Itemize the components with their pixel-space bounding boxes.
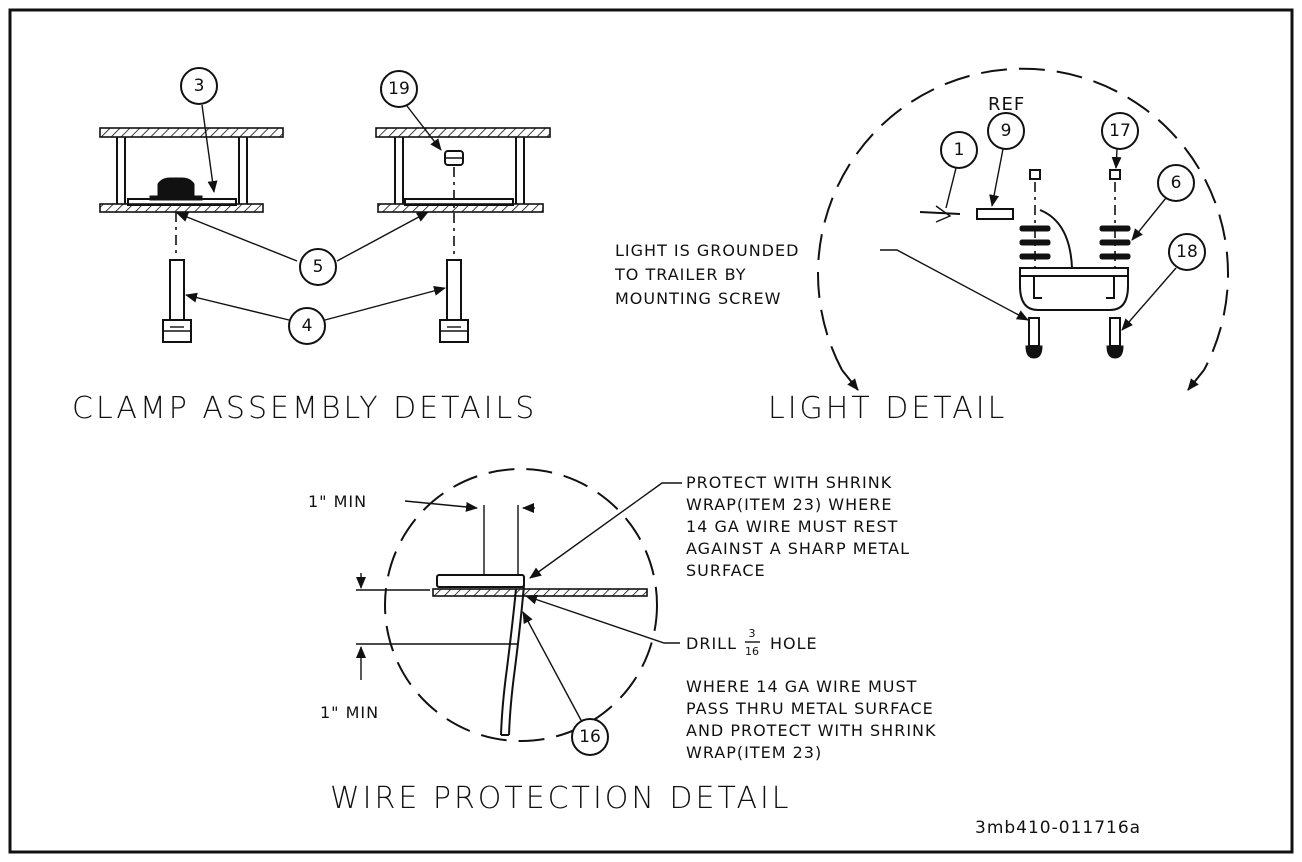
- drill-denominator: 16: [745, 645, 759, 658]
- callout-9: 9: [987, 112, 1025, 207]
- protect-note-line-5: SURFACE: [686, 561, 766, 580]
- ref-label: REF: [988, 94, 1025, 115]
- callout-4-label: 4: [302, 316, 313, 336]
- callout-9-label: 9: [1001, 121, 1012, 141]
- callout-5: 5: [176, 211, 429, 286]
- light-detail-title: LIGHT DETAIL: [768, 391, 1007, 426]
- callout-17-label: 17: [1109, 121, 1131, 141]
- clamp-assembly-left: [99, 127, 284, 343]
- mounting-screw-right: [1106, 317, 1124, 359]
- lock-washers-right: [1099, 225, 1131, 260]
- callout-3-label: 3: [194, 76, 205, 96]
- callout-18-label: 18: [1176, 242, 1198, 262]
- light-fixture: [1019, 169, 1131, 359]
- grounding-note-line-1: LIGHT IS GROUNDED: [615, 241, 799, 260]
- callout-6: 6: [1131, 164, 1195, 241]
- protect-note-line-3: 14 GA WIRE MUST REST: [686, 517, 898, 536]
- pass-note-line-3: AND PROTECT WITH SHRINK: [686, 721, 937, 740]
- lock-washers-left: [1019, 225, 1051, 260]
- clamp-detail-title: CLAMP ASSEMBLY DETAILS: [72, 391, 537, 426]
- grounding-note-line-3: MOUNTING SCREW: [615, 289, 781, 308]
- callout-4: 4: [185, 286, 446, 345]
- drawing-code: 3mb410-011716a: [975, 818, 1141, 838]
- dimension-bottom: 1" MIN: [320, 573, 518, 722]
- callout-5-label: 5: [313, 257, 324, 277]
- pass-note: WHERE 14 GA WIRE MUST PASS THRU METAL SU…: [686, 677, 937, 762]
- callout-16: 16: [522, 611, 609, 756]
- callout-16-label: 16: [579, 727, 601, 747]
- dim-top-label: 1" MIN: [308, 492, 367, 511]
- light-detail-boundary: [817, 67, 1229, 391]
- dim-bottom-label: 1" MIN: [320, 703, 379, 722]
- callout-19: 19: [380, 70, 442, 151]
- light-wire-and-connector: [919, 205, 1014, 223]
- grounding-note-line-2: TO TRAILER BY: [614, 265, 746, 284]
- callout-6-label: 6: [1171, 173, 1182, 193]
- protect-note-line-4: AGAINST A SHARP METAL: [686, 539, 910, 558]
- mounting-screw-left: [1025, 317, 1043, 359]
- protect-note-line-2: WRAP(ITEM 23) WHERE: [686, 495, 893, 514]
- pass-note-line-2: PASS THRU METAL SURFACE: [686, 699, 934, 718]
- drill-numerator: 3: [749, 627, 756, 640]
- drill-note: DRILL 3 16 HOLE: [525, 594, 818, 658]
- protect-note-line-1: PROTECT WITH SHRINK: [686, 473, 892, 492]
- callout-17: 17: [1101, 112, 1139, 169]
- pass-note-line-1: WHERE 14 GA WIRE MUST: [686, 677, 917, 696]
- bolt-left: [162, 259, 192, 343]
- dimension-top: 1" MIN: [308, 492, 535, 575]
- drill-prefix: DRILL: [686, 634, 737, 653]
- protect-note: PROTECT WITH SHRINK WRAP(ITEM 23) WHERE …: [529, 473, 910, 580]
- wire-detail-boundary: [384, 468, 658, 742]
- callout-19-label: 19: [388, 79, 410, 99]
- drill-suffix: HOLE: [770, 634, 818, 653]
- callout-1-label: 1: [954, 140, 965, 160]
- grounding-note: LIGHT IS GROUNDED TO TRAILER BY MOUNTING…: [614, 241, 1029, 321]
- callout-18: 18: [1121, 233, 1206, 331]
- bolt-right: [439, 259, 469, 343]
- callout-3: 3: [180, 67, 218, 193]
- clamp-assembly-right: [375, 127, 551, 343]
- page-border: [8, 8, 1294, 854]
- wire-protection-section: [432, 574, 648, 736]
- pass-note-line-4: WRAP(ITEM 23): [686, 743, 822, 762]
- callout-1: 1: [940, 131, 978, 209]
- wire-detail-title: WIRE PROTECTION DETAIL: [330, 781, 792, 816]
